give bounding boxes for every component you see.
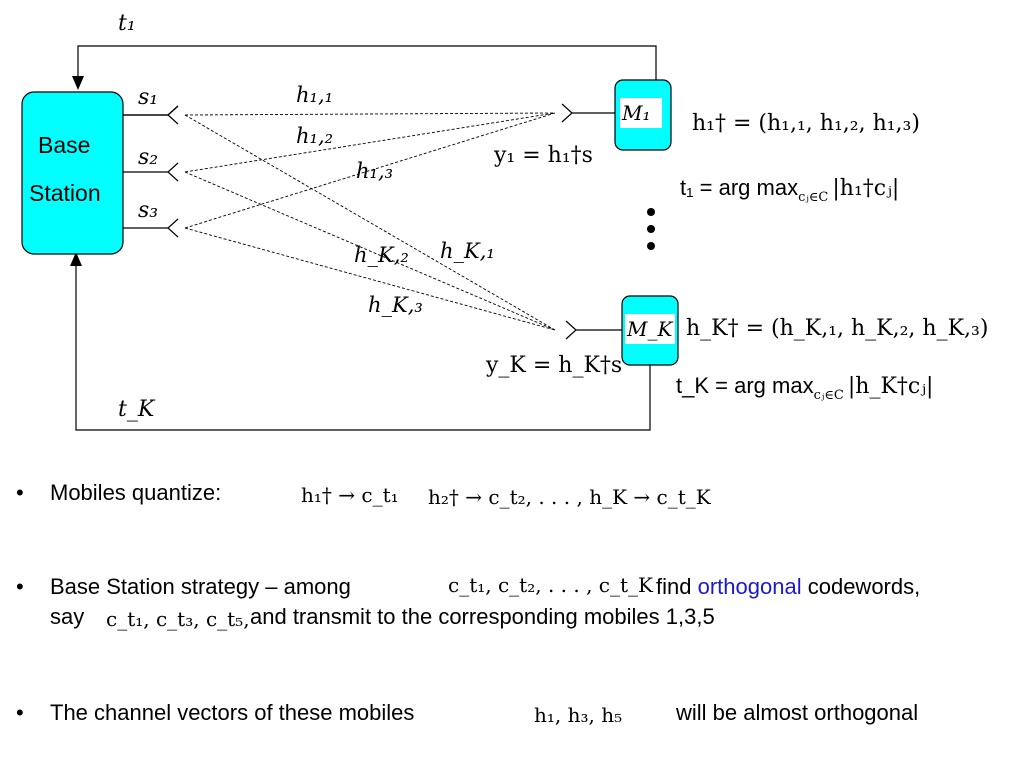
bullet-2-math-2: c_t₁, c_t₃, c_t₅, [106, 607, 250, 631]
link-1-1 [184, 112, 556, 116]
bullet-2-math-1: c_t₁, c_t₂, . . . , c_t_K [448, 573, 653, 597]
channel-label-hK2: h_K,₂ [354, 243, 409, 267]
hK-definition: h_K† = (h_K,₁, h_K,₂, h_K,₃) [686, 316, 988, 341]
feedback-lines [75, 45, 657, 431]
tK-definition: t_K = arg maxcⱼ∈C|h_K†cⱼ| [676, 373, 933, 403]
channel-label-h12: h₁,₂ [296, 124, 333, 148]
vertical-ellipsis [647, 208, 655, 250]
bullet-2-text-e: and transmit to the corresponding mobile… [250, 604, 715, 629]
antenna-s3 [167, 218, 179, 238]
feedback-line-top [77, 45, 657, 84]
mobile-antennas [561, 103, 622, 340]
base-antennas [123, 105, 179, 238]
antenna-label-s3: s₃ [138, 198, 158, 223]
antenna-label-s1: s₁ [138, 85, 158, 110]
feedback-line-bottom [75, 260, 651, 431]
bullet-dot: • [16, 480, 24, 505]
base-station-box [21, 91, 124, 255]
feedback-arrowhead-bottom [70, 252, 82, 266]
t1-definition: t₁ = arg maxcⱼ∈C|h₁†cⱼ| [680, 175, 899, 205]
feedback-arrowhead-top [72, 76, 84, 90]
feedback-label-top: t₁ [118, 11, 136, 36]
channel-label-hK3: h_K,₃ [368, 293, 423, 317]
yK-equation: y_K = h_K†s [485, 353, 622, 378]
channel-links [184, 112, 556, 331]
bullet-3-math: h₁, h₃, h₅ [534, 703, 623, 727]
bullet-dot: • [16, 574, 24, 599]
antenna-mK [565, 320, 577, 340]
bullet-3-text-a: The channel vectors of these mobiles [50, 700, 415, 725]
link-1-2 [184, 112, 556, 173]
y1-equation: y₁ = h₁†s [493, 143, 593, 168]
antenna-s2 [167, 162, 179, 182]
system-diagram: Base Station M₁ M_K t₁ t_K s₁ s₂ s₃ h₁,₁… [21, 11, 988, 431]
bullet-3-text-b: will be almost orthogonal [676, 700, 919, 725]
feedback-label-bottom: t_K [118, 397, 156, 422]
h1-definition: h₁† = (h₁,₁, h₁,₂, h₁,₃) [692, 111, 920, 136]
mobile-K-label: M_K [626, 317, 673, 341]
channel-label-h11: h₁,₁ [296, 83, 333, 107]
bullet-dot: • [16, 700, 24, 725]
bullet-1-math-1: h₁† → c_t₁ [301, 483, 399, 507]
antenna-label-s2: s₂ [138, 145, 158, 170]
antenna-m1 [561, 103, 573, 123]
channel-label-hK1: h_K,₁ [440, 239, 495, 263]
bullet-1-math-2: h₂† → c_t₂, . . . , h_K → c_t_K [428, 485, 711, 509]
orthogonal-highlight: orthogonal [697, 574, 802, 599]
bullet-2-text-a: Base Station strategy – among [50, 574, 351, 599]
base-station-label-line2: Station [29, 180, 101, 206]
link-1-3 [184, 112, 556, 229]
link-K-2 [184, 171, 556, 331]
bullet-1-text: Mobiles quantize: [50, 480, 222, 505]
mobile-1-label: M₁ [621, 101, 651, 125]
base-station-label-line1: Base [38, 132, 90, 158]
channel-label-h13: h₁,₃ [356, 159, 393, 183]
link-K-1 [184, 114, 556, 331]
link-K-3 [184, 227, 556, 331]
bullet-2-text-b: find orthogonal codewords, [656, 574, 921, 599]
bullet-2-text-d: say [50, 604, 85, 629]
